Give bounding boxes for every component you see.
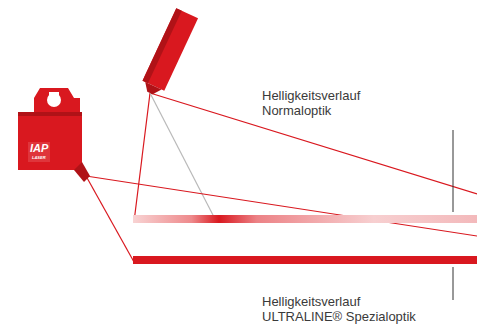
logo-plate [28, 142, 50, 162]
normal-optics-bar [133, 215, 477, 223]
laser-module-top [139, 8, 198, 98]
laser-lens [74, 162, 90, 182]
laser-housing [18, 112, 82, 170]
leader-line [453, 267, 454, 300]
tube-shade [143, 8, 182, 83]
beam-line [134, 93, 150, 222]
brand-subtext: LASER [32, 155, 46, 160]
laser-tube [143, 8, 199, 91]
beam-axis [150, 93, 215, 219]
callout-label: Helligkeitsverlauf ULTRALINE® Spezialopt… [262, 294, 434, 324]
beam-line [86, 176, 477, 236]
callout-label: Helligkeitsverlauf Normaloptik [262, 88, 397, 118]
laser-mount [34, 88, 80, 112]
beam-line [86, 176, 134, 262]
brand-logo: IAP [30, 142, 48, 154]
laser-tip [142, 82, 162, 97]
laser-beams [86, 93, 477, 262]
ultraline-bar [133, 256, 477, 264]
leader-line [453, 130, 454, 212]
laser-module-left [18, 88, 90, 182]
mount-slot [49, 92, 59, 95]
housing-edge [18, 112, 82, 116]
mount-hole [47, 93, 61, 107]
